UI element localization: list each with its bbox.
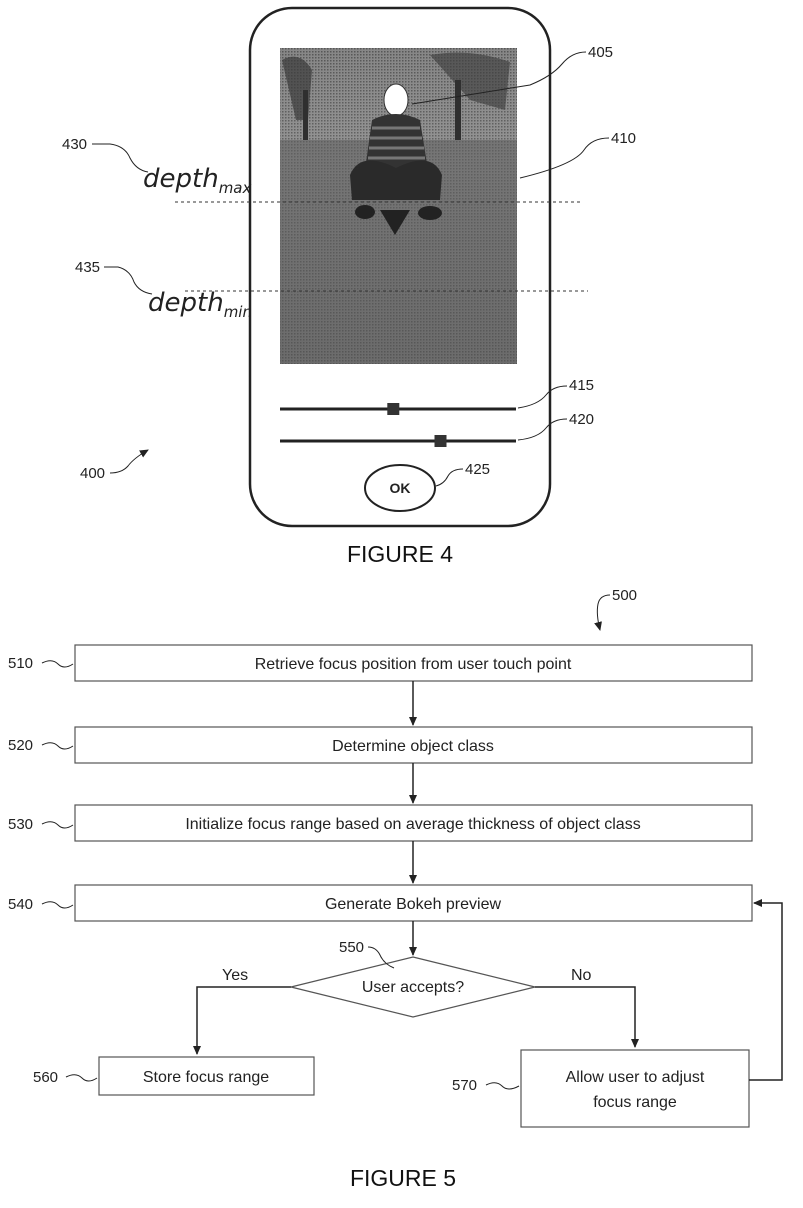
step-560-text: Store focus range (143, 1069, 269, 1086)
leader-435 (104, 266, 153, 295)
ok-button[interactable]: OK (364, 464, 436, 512)
leader-540 (41, 901, 74, 909)
yes-label: Yes (222, 967, 248, 984)
ref-425: 425 (465, 461, 490, 478)
slider-420[interactable] (280, 435, 516, 447)
person-subject (350, 83, 442, 235)
figure-4-caption: FIGURE 4 (347, 541, 453, 567)
leader-520 (41, 742, 74, 750)
leader-405 (411, 51, 587, 105)
leader-510 (41, 660, 74, 668)
no-label: No (571, 967, 592, 984)
ok-button-label: OK (390, 480, 411, 496)
step-570-box (520, 1049, 750, 1128)
arrow-loop-570-540 (749, 899, 783, 1081)
step-530-text: Initialize focus range based on average … (185, 816, 640, 833)
photo-display[interactable] (280, 48, 517, 364)
step-560-box (98, 1056, 315, 1096)
leader-530 (41, 821, 74, 829)
arrow-yes (193, 986, 291, 1055)
ref-400: 400 (80, 465, 105, 482)
ref-415: 415 (569, 377, 594, 394)
slider-thumb[interactable] (387, 403, 400, 415)
tree-silhouette (430, 52, 510, 110)
leader-570 (485, 1082, 520, 1090)
leader-500 (594, 594, 611, 631)
figure-5: 500 Retrieve focus position from user to… (8, 587, 783, 1191)
step-520-text: Determine object class (332, 738, 494, 755)
step-540-box (74, 884, 753, 922)
leader-430 (92, 143, 149, 173)
step-570-line2: focus range (593, 1094, 677, 1111)
step-510-text: Retrieve focus position from user touch … (255, 656, 572, 673)
leader-400 (109, 449, 149, 474)
ref-520: 520 (8, 737, 33, 754)
ref-560: 560 (33, 1069, 58, 1086)
leader-550 (367, 946, 395, 969)
figure-5-caption: FIGURE 5 (350, 1165, 456, 1191)
leader-420 (517, 418, 568, 441)
step-570-line1: Allow user to adjust (566, 1069, 705, 1086)
leader-410 (519, 137, 610, 179)
ref-430: 430 (62, 136, 87, 153)
ref-530: 530 (8, 816, 33, 833)
ref-405: 405 (588, 44, 613, 61)
decision-550-text: User accepts? (362, 979, 464, 996)
figure-4: depthmax depthmin OK 405 410 430 435 415… (62, 6, 636, 567)
slider-thumb[interactable] (434, 435, 447, 447)
ref-510: 510 (8, 655, 33, 672)
step-540-text: Generate Bokeh preview (325, 896, 502, 913)
arrow-no (535, 986, 639, 1048)
slider-415[interactable] (280, 403, 516, 415)
ref-550: 550 (339, 939, 364, 956)
decision-550-diamond (290, 956, 536, 1018)
ref-500: 500 (612, 587, 637, 604)
leader-560 (65, 1074, 98, 1082)
ref-410: 410 (611, 130, 636, 147)
step-530-box (74, 804, 753, 842)
depth-min-label: depthmin (148, 288, 252, 321)
leader-415 (517, 385, 568, 409)
leader-425 (435, 468, 464, 487)
depth-max-label: depthmax (143, 164, 251, 197)
ref-420: 420 (569, 411, 594, 428)
ref-540: 540 (8, 896, 33, 913)
ref-435: 435 (75, 259, 100, 276)
ref-570: 570 (452, 1077, 477, 1094)
